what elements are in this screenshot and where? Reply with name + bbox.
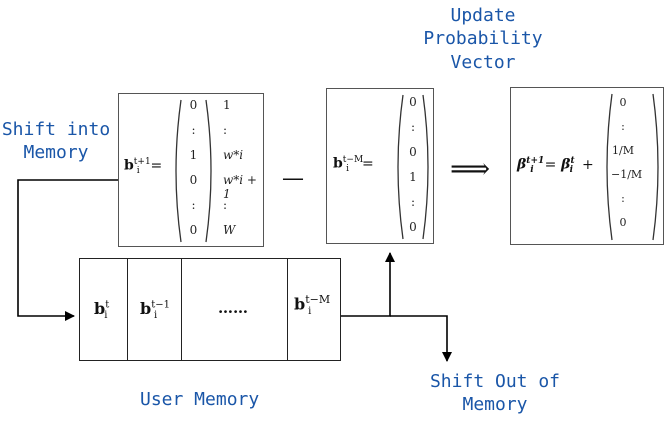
memory-cell-1-text: bt−1i xyxy=(140,299,170,322)
shift-out-label: Shift Out of Memory xyxy=(420,370,570,417)
box1-right-entry-1: : xyxy=(223,123,228,137)
box2-equals: = xyxy=(361,155,374,172)
box1-lhs: bt+1i = xyxy=(124,157,162,176)
box3-rhs-sup: t xyxy=(570,156,575,166)
box3-lhs-base: β xyxy=(517,156,527,173)
implies-arrow: ⟹ xyxy=(450,152,491,185)
update-probability-label: Update Probability Vector xyxy=(418,4,548,74)
box3-entry-0: 0 xyxy=(619,96,627,109)
box1-equals: = xyxy=(150,157,163,174)
box1-left-entry-2: 1 xyxy=(189,148,198,162)
shift-into-arrow xyxy=(17,179,118,321)
shift-out-arrow xyxy=(390,315,452,362)
box2-entry-4: : xyxy=(410,195,416,209)
mem0-sup: t xyxy=(105,299,110,311)
memory-cell-3-text: bt−Mi xyxy=(294,293,330,317)
box3-lhs-sub: i xyxy=(530,165,534,176)
box2-entry-5: 0 xyxy=(409,220,417,234)
box1-left-entry-1: : xyxy=(191,123,196,137)
box1-left-entry-0: 0 xyxy=(189,98,198,112)
memory-cell-2 xyxy=(182,259,288,360)
memory-cell-2-text: …… xyxy=(218,299,248,317)
box2-lhs-sup: t−M xyxy=(342,155,364,165)
box3-lhs: βt+1i = βti + xyxy=(517,156,594,175)
box3-plus: + xyxy=(581,156,594,173)
box-beta-update: βt+1i = βti + 0:1/M−1/M:0 xyxy=(510,87,664,245)
box2-entry-0: 0 xyxy=(409,95,417,109)
shift-into-label: Shift into Memory xyxy=(0,118,112,165)
box3-rhs-base: β xyxy=(561,156,571,173)
mem1-sub: i xyxy=(153,310,158,322)
user-memory-box: bti bt−1i …… bt−Mi xyxy=(79,258,341,361)
shift-out-line-2: Memory xyxy=(462,394,528,416)
box1-brackets xyxy=(175,99,212,243)
mem0-sub: i xyxy=(104,310,108,322)
mem3-sub: i xyxy=(308,305,312,317)
shift-into-line-2: Memory xyxy=(23,142,89,164)
update-line-2: Probability xyxy=(423,28,543,50)
box2-entry-3: 1 xyxy=(409,170,417,184)
box1-left-entry-5: 0 xyxy=(189,223,198,237)
box1-lhs-sup: t+1 xyxy=(133,157,151,167)
box1-right-entry-3: w*i + 1 xyxy=(223,173,257,201)
to-box2-arrow xyxy=(341,252,395,317)
mem0-base: b xyxy=(94,299,106,318)
box-b-t-minus-m: bt−Mi = 0: 0 1: 0 xyxy=(326,88,434,244)
box3-lhs-sup: t+1 xyxy=(526,156,545,166)
box2-brackets xyxy=(397,94,429,240)
box1-lhs-sub: i xyxy=(136,166,140,177)
mem1-sup: t−1 xyxy=(151,299,170,311)
mem3-sup: t−M xyxy=(305,293,331,306)
box3-equals: = xyxy=(544,156,557,173)
box3-entry-3: −1/M xyxy=(611,168,643,181)
box2-entry-1: : xyxy=(410,120,416,134)
shift-into-line-1: Shift into xyxy=(1,119,111,140)
box1-right-entry-4: : xyxy=(223,198,228,212)
box3-entry-5: 0 xyxy=(619,216,627,229)
memory-cell-0-text: bti xyxy=(94,299,110,322)
box3-rhs-sub: i xyxy=(569,165,574,176)
box1-lhs-base: b xyxy=(124,157,134,174)
box3-entry-2: 1/M xyxy=(612,144,634,157)
box1-left-entry-3: 0 xyxy=(189,173,198,187)
box1-left-entry-4: : xyxy=(191,198,196,212)
box3-entry-4: : xyxy=(621,192,625,205)
memory-cell-0 xyxy=(80,259,128,360)
box2-lhs: bt−Mi = xyxy=(333,155,374,174)
shift-out-line-1: Shift Out of xyxy=(429,371,561,392)
box1-right-entry-2: w*i xyxy=(223,148,244,162)
box1-right-entry-0: 1 xyxy=(223,98,231,112)
mem3-base: b xyxy=(294,294,306,314)
update-line-1: Update xyxy=(450,5,516,26)
update-line-3: Vector xyxy=(450,51,516,73)
user-memory-label: User Memory xyxy=(140,389,260,410)
box3-brackets xyxy=(606,93,659,241)
box1-right-entry-5: W xyxy=(223,223,236,237)
box2-lhs-base: b xyxy=(333,155,343,172)
mem2-base: …… xyxy=(218,299,248,317)
minus-sign: — xyxy=(282,166,304,191)
mem1-base: b xyxy=(140,299,152,318)
box3-entry-1: : xyxy=(621,120,625,133)
box-b-t-plus-1: bt+1i = 0: 1 0: 0 1: w*i w*i + 1: W xyxy=(118,93,264,247)
memory-cell-1 xyxy=(128,259,182,360)
box2-lhs-sub: i xyxy=(346,164,350,175)
box2-entry-2: 0 xyxy=(409,145,417,159)
